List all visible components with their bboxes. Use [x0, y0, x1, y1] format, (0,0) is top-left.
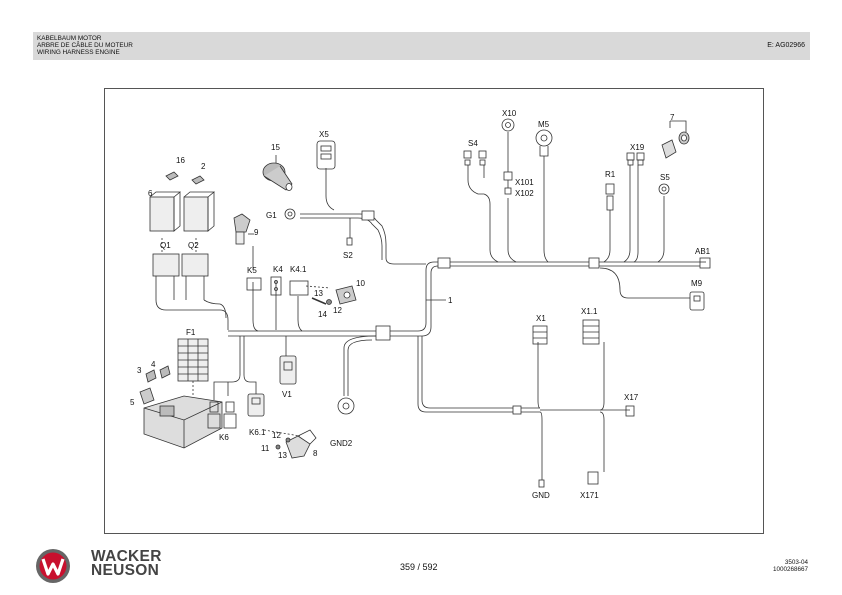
harness-top-branches	[467, 132, 706, 299]
label-12a: 12	[333, 306, 342, 315]
fuse-box-base	[139, 365, 223, 449]
relay-q1	[149, 171, 182, 300]
title-french: ARBRE DE CÂBLE DU MOTEUR	[37, 41, 133, 49]
relay-q2	[181, 175, 216, 300]
label-15: 15	[271, 143, 280, 152]
sensor-s5	[658, 183, 670, 195]
label-10: 10	[356, 279, 365, 288]
harness-upper-branch	[284, 168, 426, 265]
label-14: 14	[318, 310, 327, 319]
ring-terminal-x10	[501, 118, 515, 132]
label-k5: K5	[247, 266, 257, 275]
label-4: 4	[151, 360, 156, 369]
label-m9: M9	[691, 279, 703, 288]
connector-x101-x102	[503, 171, 513, 195]
diagram-frame	[104, 88, 764, 534]
connector-ab1	[699, 257, 711, 269]
doc-number: 1000268667	[772, 566, 808, 573]
harness-main-trunk	[228, 257, 700, 415]
part-9-sensor	[233, 213, 254, 245]
label-x19: X19	[630, 143, 645, 152]
header-titles: KABELBAUM MOTOR ARBRE DE CÂBLE DU MOTEUR…	[37, 35, 133, 56]
page-header: KABELBAUM MOTOR ARBRE DE CÂBLE DU MOTEUR…	[33, 32, 810, 60]
connector-s4	[463, 150, 487, 166]
part-15-sleeve	[262, 155, 293, 191]
connector-x19	[626, 152, 645, 166]
label-13b: 13	[278, 451, 287, 460]
label-k4: K4	[273, 265, 283, 274]
label-1: 1	[448, 296, 453, 305]
label-x5: X5	[319, 130, 329, 139]
label-k6: K6	[219, 433, 229, 442]
document-info: 3503-04 1000268667	[773, 559, 808, 573]
label-8: 8	[313, 449, 318, 458]
doc-edition: 3503-04	[784, 559, 808, 566]
label-12b: 12	[272, 431, 281, 440]
connector-v1	[279, 355, 297, 385]
label-11: 11	[261, 444, 270, 453]
part-7-plug	[661, 120, 690, 159]
fuse-box-f1	[177, 338, 209, 395]
label-x102: X102	[515, 189, 534, 198]
label-gnd: GND	[532, 491, 550, 500]
label-g1: G1	[266, 211, 277, 220]
diagram-labels: X10 M5 X5 S4 7 X19 15 16 2 6 X101 X102 R…	[130, 109, 711, 500]
label-f1: F1	[186, 328, 196, 337]
connector-x1	[532, 325, 548, 345]
label-k6-1: K6.1	[249, 428, 266, 437]
connector-k5	[246, 277, 262, 291]
connector-k6-1	[247, 393, 265, 417]
label-x1-1: X1.1	[581, 307, 598, 316]
label-gnd2: GND2	[330, 439, 353, 448]
terminal-gnd	[538, 479, 545, 488]
label-x10: X10	[502, 109, 517, 118]
connector-m9	[689, 291, 705, 311]
label-q2: Q2	[188, 241, 199, 250]
label-v1: V1	[282, 390, 292, 399]
label-7: 7	[670, 113, 675, 122]
label-s5: S5	[660, 173, 670, 182]
brand-wordmark: WACKER NEUSON	[91, 548, 162, 579]
connector-x171	[587, 471, 599, 485]
part-8-relay	[263, 429, 317, 459]
label-s2: S2	[343, 251, 353, 260]
harness-lower-branches	[537, 342, 630, 480]
brand-line-2: NEUSON	[91, 562, 160, 579]
relay-wiring	[155, 246, 303, 400]
connector-k4	[270, 276, 282, 296]
label-x1: X1	[536, 314, 546, 323]
label-q1: Q1	[160, 241, 171, 250]
label-16: 16	[176, 156, 185, 165]
ring-terminal-gnd2	[337, 335, 377, 415]
connector-x5	[316, 140, 336, 170]
title-german: KABELBAUM MOTOR	[37, 35, 102, 42]
label-x171: X171	[580, 491, 599, 500]
label-5: 5	[130, 398, 135, 407]
label-13a: 13	[314, 289, 323, 298]
label-9: 9	[254, 228, 259, 237]
sensor-r1	[605, 183, 615, 211]
wacker-neuson-logo-icon	[36, 549, 70, 583]
part-10-connector	[305, 285, 357, 305]
ring-terminal-m5	[535, 129, 553, 157]
label-3: 3	[137, 366, 142, 375]
label-m5: M5	[538, 120, 550, 129]
label-6: 6	[148, 189, 153, 198]
brand-line-1: WACKER	[91, 548, 162, 565]
connector-k6	[207, 401, 237, 429]
label-s4: S4	[468, 139, 478, 148]
connector-k4-1	[289, 280, 309, 296]
drawing-code: E: AG02966	[767, 42, 805, 49]
label-2: 2	[201, 162, 206, 171]
page-number: 359 / 592	[400, 562, 438, 572]
title-english: WIRING HARNESS ENGINE	[37, 48, 120, 56]
label-x101: X101	[515, 178, 534, 187]
label-x17: X17	[624, 393, 639, 402]
label-k4-1: K4.1	[290, 265, 307, 274]
connector-x17	[625, 405, 635, 417]
label-r1: R1	[605, 170, 616, 179]
label-ab1: AB1	[695, 247, 711, 256]
connector-x1-1	[582, 319, 600, 345]
